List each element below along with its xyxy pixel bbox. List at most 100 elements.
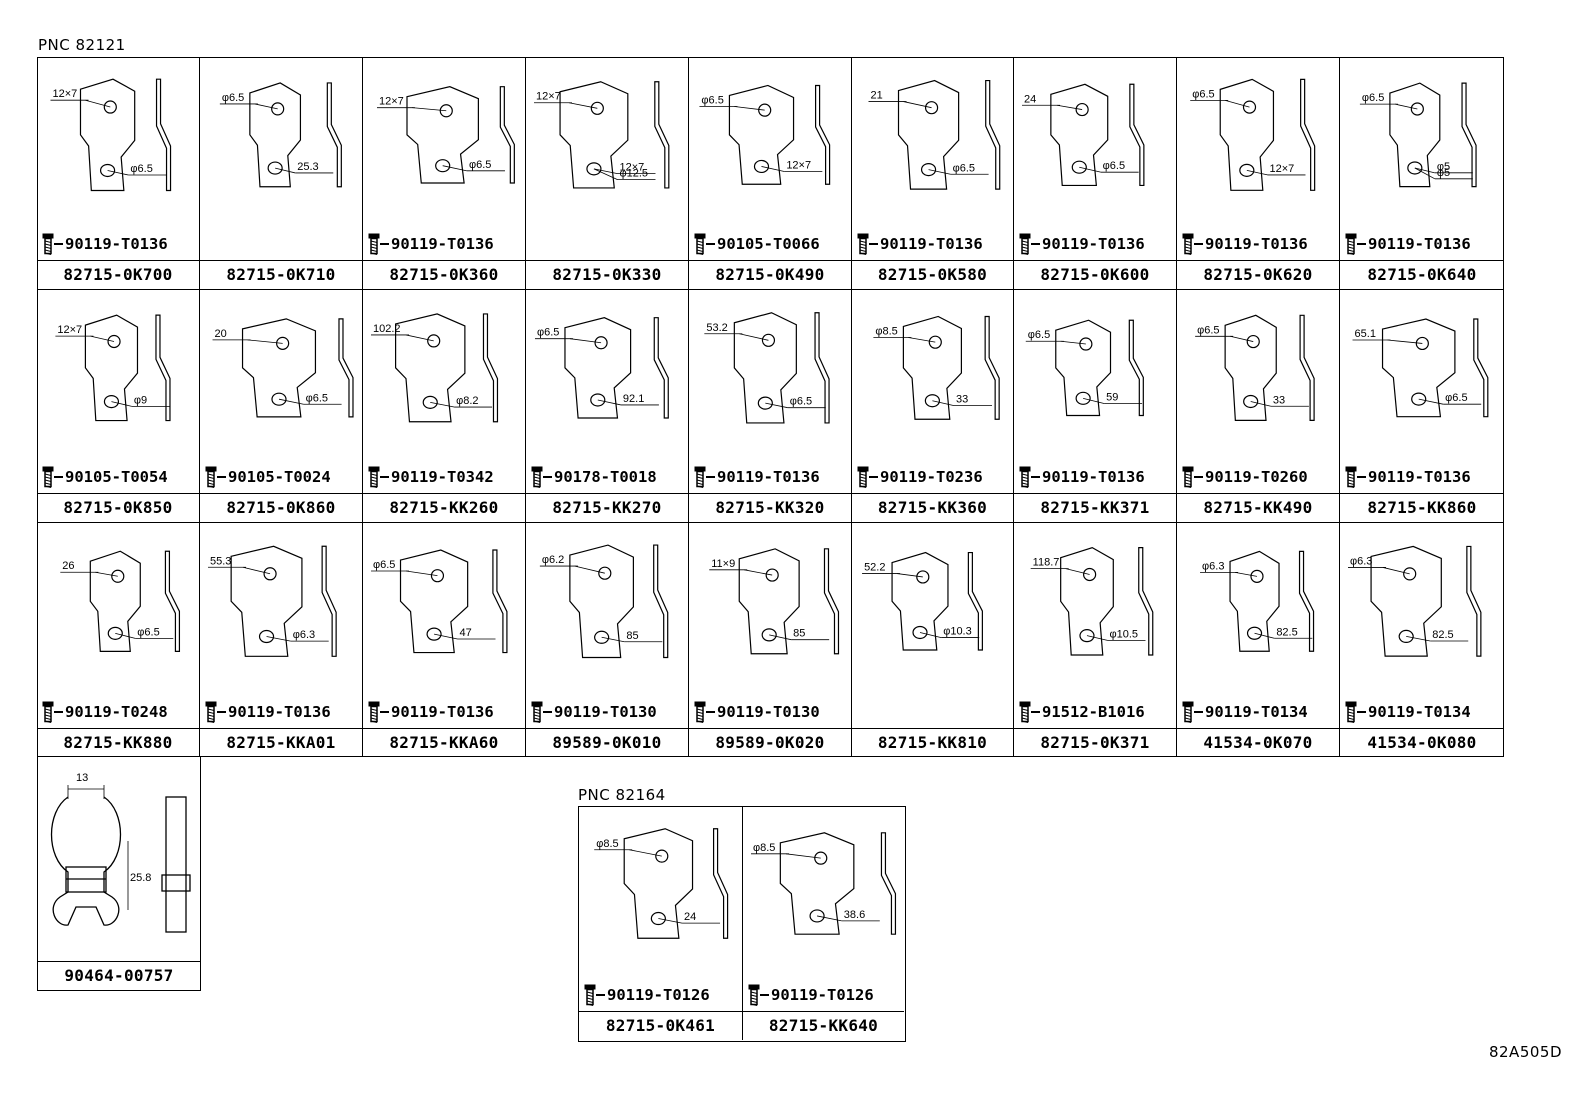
dimension-label: 12×7 <box>379 96 404 108</box>
part-number: 82715-0K710 <box>200 260 362 289</box>
mount-hole <box>924 394 940 408</box>
dimension-label: φ6.3 <box>293 629 315 641</box>
bolt-callout: 90119-T0134 <box>1182 701 1308 723</box>
side-profile <box>1298 550 1315 652</box>
mount-hole <box>276 336 290 350</box>
dimension-label: φ10.3 <box>943 626 972 638</box>
dimension-label: 65.1 <box>1355 328 1376 340</box>
dimension-label: 24 <box>684 911 696 923</box>
part-number: 82715-KK371 <box>1014 493 1176 522</box>
side-profile <box>155 314 171 422</box>
bracket-outline <box>569 544 634 659</box>
mount-hole <box>912 625 928 640</box>
mount-hole <box>107 334 121 349</box>
dimension-label: 25.8 <box>130 872 151 884</box>
bolt-part-number: 90119-T0130 <box>717 703 820 721</box>
part-drawing: φ8.5 33 <box>873 315 1000 420</box>
part-drawing: φ6.525.3 <box>219 82 342 188</box>
bolt-part-number: 90119-T0136 <box>1205 235 1308 253</box>
mount-hole <box>1242 100 1257 114</box>
bolt-callout: 90119-T0136 <box>1345 233 1471 255</box>
dimension-label: φ6.5 <box>1028 329 1050 341</box>
dimension-label: 85 <box>793 628 805 640</box>
bracket-outline <box>79 78 136 192</box>
part-number: 82715-KK490 <box>1177 493 1339 522</box>
dimension-label: 52.2 <box>864 562 885 574</box>
part-number: 82715-KK270 <box>526 493 688 522</box>
dimension-label: φ6.5 <box>537 327 559 339</box>
bracket-outline <box>728 84 795 185</box>
bolt-part-number: 90119-T0134 <box>1205 703 1308 721</box>
dimension-label: φ6.5 <box>130 163 152 175</box>
bolt-callout: 90119-T0134 <box>1345 701 1471 723</box>
bolt-part-number: 90119-T0136 <box>65 235 168 253</box>
side-profile <box>1299 314 1315 422</box>
part-number: 41534-0K070 <box>1177 728 1339 757</box>
side-profile <box>654 81 670 189</box>
mount-hole <box>263 567 277 581</box>
part-drawing: φ6.382.5 <box>1348 545 1482 657</box>
part-drawing: φ6.5 92.1 <box>534 317 669 419</box>
dimension-label: φ6.5 <box>1192 88 1214 100</box>
bolt-icon <box>1345 701 1357 723</box>
dimension-label: φ6.5 <box>1103 160 1125 172</box>
side-profile <box>1473 318 1489 418</box>
bolt-callout: 90119-T0126 <box>748 984 874 1006</box>
dimension-label: φ6.5 <box>790 396 812 408</box>
mount-hole <box>439 104 453 118</box>
dimension-label: φ6.5 <box>373 559 395 571</box>
mount-hole <box>107 626 123 640</box>
dimension-label: 25.3 <box>297 161 318 173</box>
mount-hole <box>598 566 612 580</box>
dimension-label: φ6.5 <box>701 94 723 106</box>
bracket-outline <box>399 549 469 654</box>
mount-hole <box>427 334 441 348</box>
bracket-outline <box>230 545 303 657</box>
bolt-icon <box>1182 466 1194 488</box>
mount-hole <box>586 162 602 176</box>
bolt-callout: 90119-T0260 <box>1182 466 1308 488</box>
mount-hole <box>1083 567 1097 582</box>
side-profile <box>712 828 729 939</box>
part-number: 90464-00757 <box>38 961 200 990</box>
dimension-label: φ12.5 <box>619 168 648 180</box>
part-number: 82715-0K580 <box>852 260 1013 289</box>
bracket-outline <box>733 312 797 424</box>
part-drawing: 11×985 <box>709 548 840 655</box>
clip-body <box>50 796 122 926</box>
bolt-icon <box>1345 466 1357 488</box>
bolt-callout: 90119-T0136 <box>368 701 494 723</box>
bracket-outline <box>1219 78 1275 191</box>
bolt-icon <box>205 701 217 723</box>
mount-hole <box>1079 337 1093 351</box>
dimension-label: 92.1 <box>623 393 644 405</box>
mount-hole <box>1411 392 1427 406</box>
dimension-label: φ8.5 <box>875 325 897 337</box>
bolt-callout: 90119-T0136 <box>1019 466 1145 488</box>
mount-hole <box>1410 102 1424 116</box>
part-drawing: φ6.382.5 <box>1200 550 1315 652</box>
mount-hole <box>753 159 770 174</box>
dimension-label: φ10.5 <box>1110 628 1139 640</box>
bracket-outline <box>1050 83 1109 187</box>
mount-hole <box>1071 160 1087 174</box>
side-profile <box>155 78 172 192</box>
bolt-icon <box>1019 701 1031 723</box>
bolt-icon <box>1182 701 1194 723</box>
bolt-part-number: 90119-T0248 <box>65 703 168 721</box>
bolt-icon <box>368 233 380 255</box>
dimension-label: 33 <box>956 394 968 406</box>
bracket-outline <box>1060 546 1114 656</box>
bolt-part-number: 90119-T0136 <box>717 468 820 486</box>
bolt-icon <box>694 701 706 723</box>
mount-hole <box>809 909 825 923</box>
part-number: 82715-0K360 <box>363 260 525 289</box>
